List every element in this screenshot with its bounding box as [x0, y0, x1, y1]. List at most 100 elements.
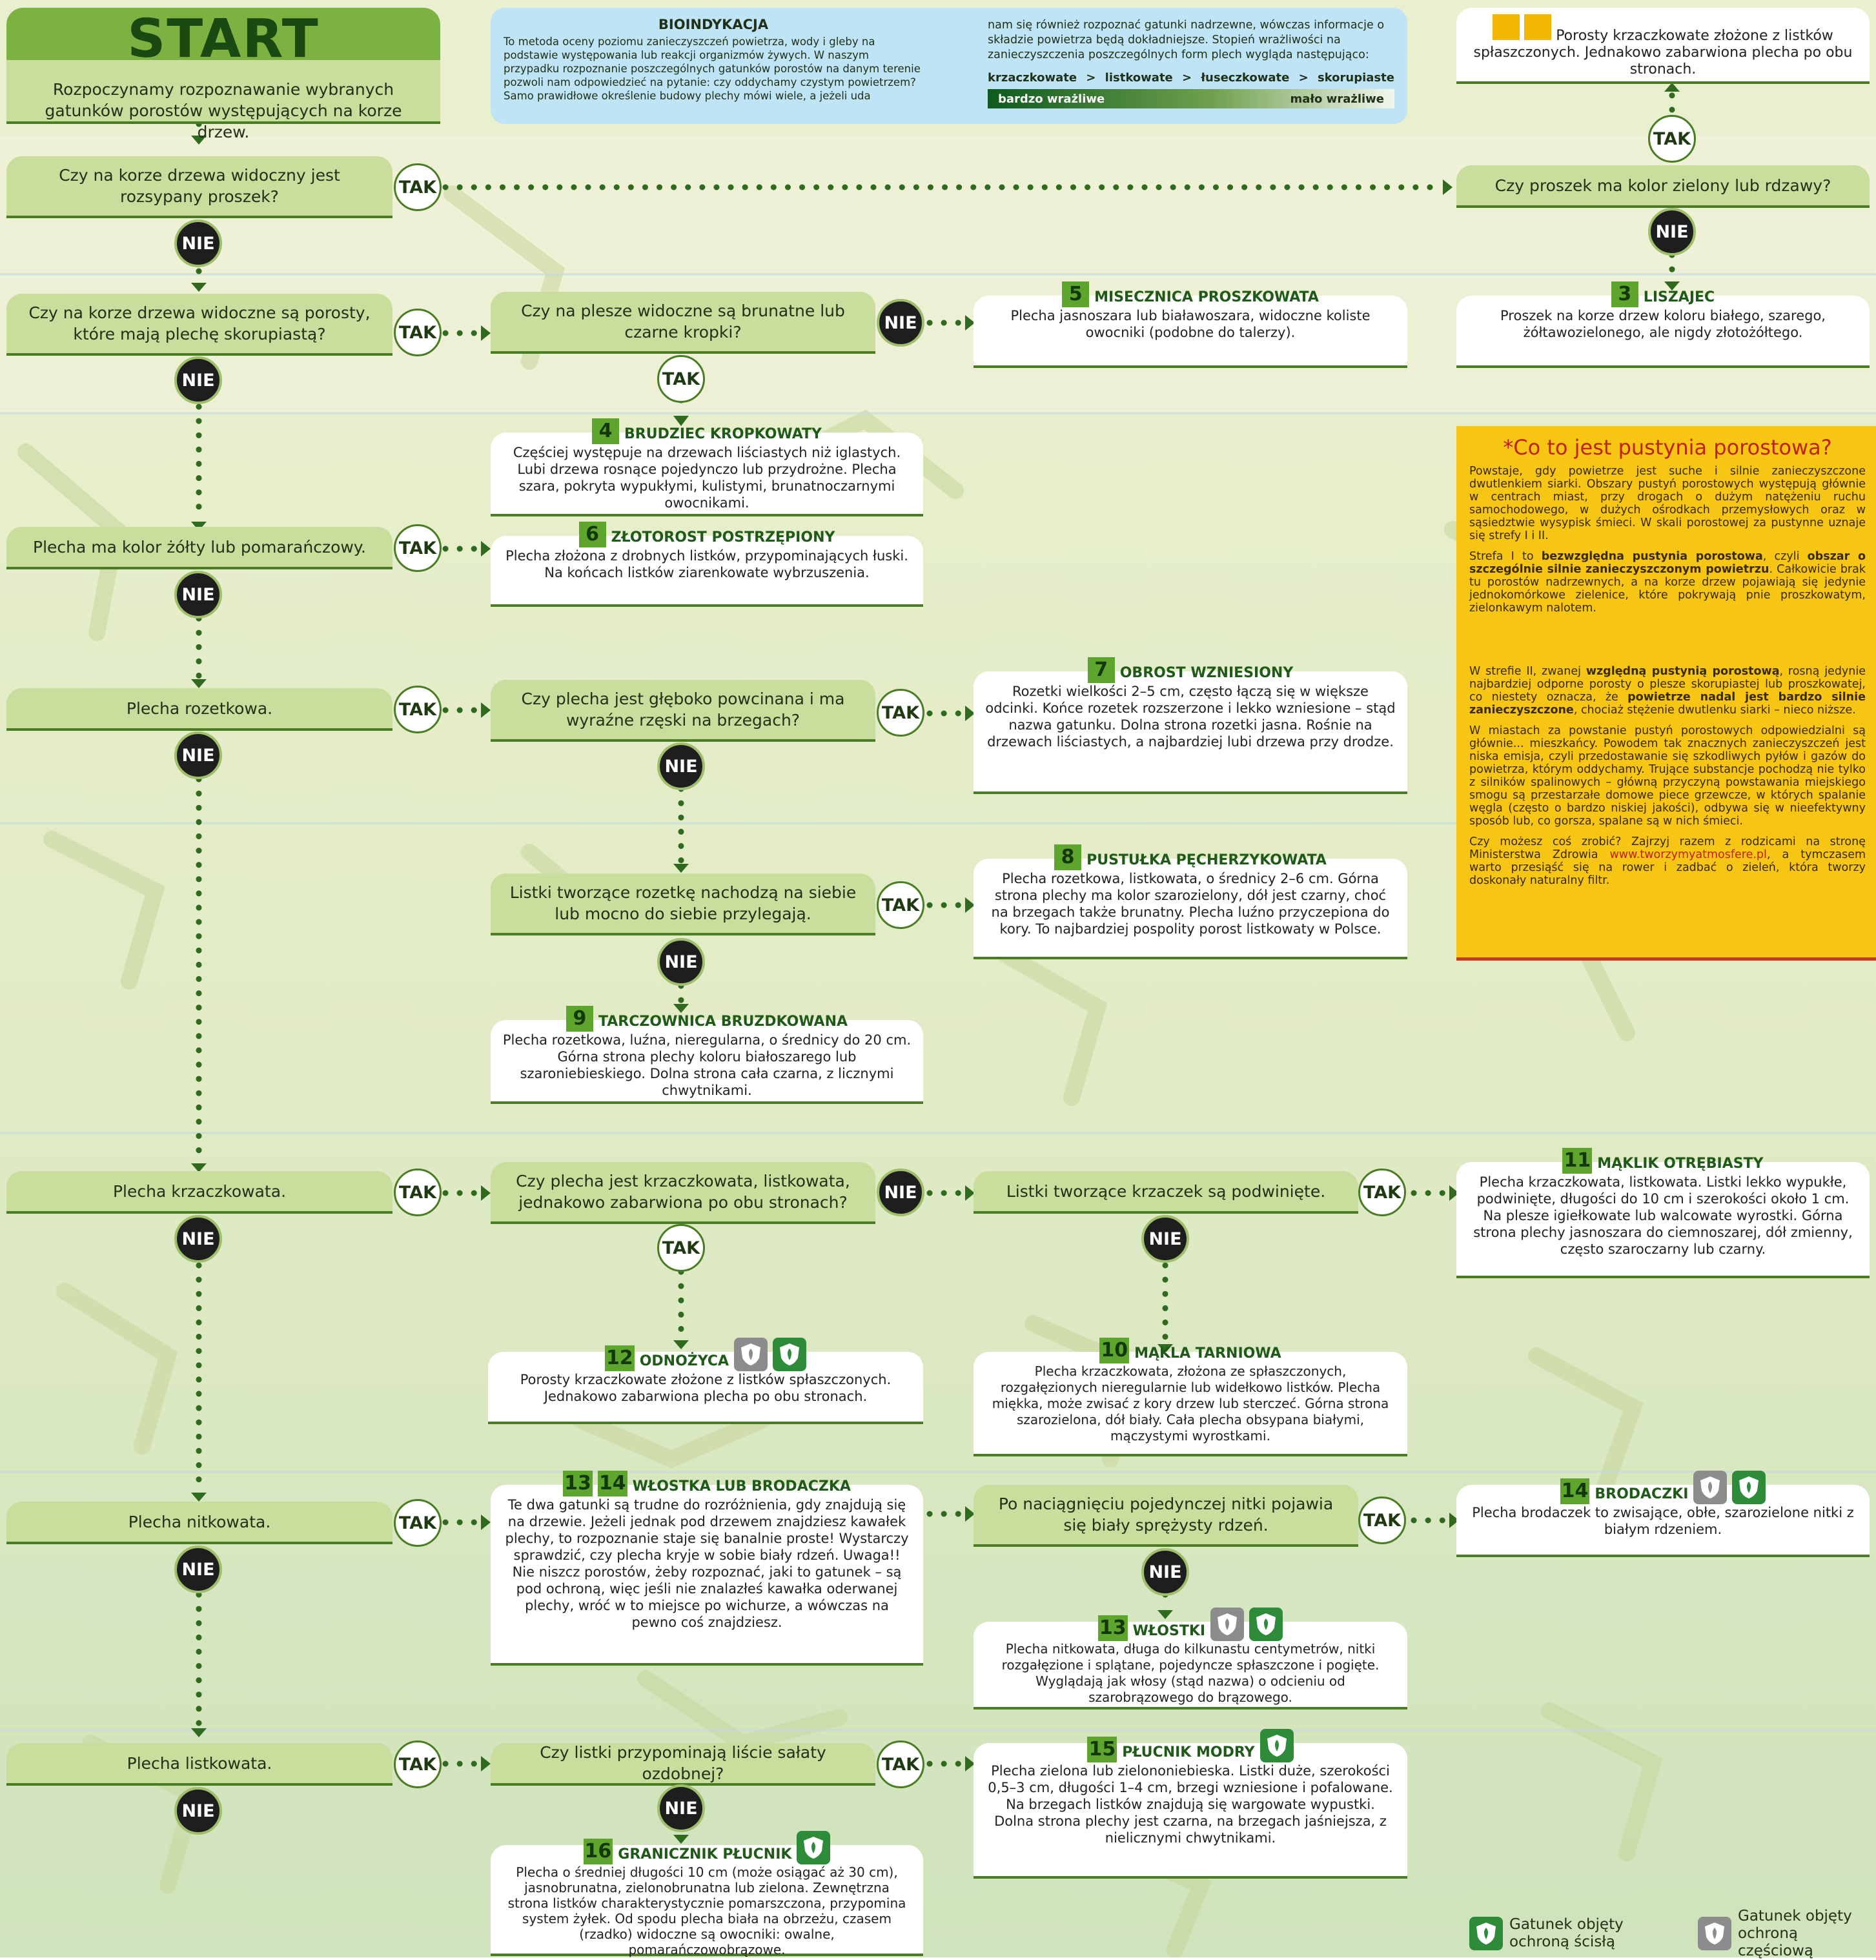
desert-paragraph: Powstaje, gdy powietrze jest suche i sil… [1469, 465, 1866, 542]
species-name: LISZAJEC [1643, 289, 1715, 305]
question-fruticose: Plecha krzaczkowata. [6, 1171, 393, 1214]
bar-right-label: mało wrażliwe [1290, 92, 1384, 106]
bioindication-text-left: To metoda oceny poziomu zanieczyszczeń p… [504, 36, 921, 102]
question-white-core: Po naciągnięciu pojedynczej nitki pojawi… [974, 1485, 1358, 1547]
desert-text: , a tymczasem warto przesiąść się na row… [1469, 848, 1866, 887]
question-bushy: Czy plecha jest krzaczkowata, listkowata… [491, 1162, 875, 1224]
no-bubble: NIE [174, 356, 222, 404]
number-badge: 9 [566, 1006, 593, 1032]
desert-emphasis: bezwzględna pustynia porostowa [1541, 550, 1763, 563]
desert-paragraph: Strefa I to bezwzględna pustynia porosto… [1469, 550, 1866, 615]
sensitivity-bar: bardzo wrażliwe mało wrażliwe [988, 89, 1394, 108]
yes-bubble: TAK [394, 1169, 442, 1216]
desert-text: , rosną jedynie najbardziej odporne poro… [1469, 665, 1866, 704]
desert-paragraph: W strefie II, zwanej względną pustynią p… [1469, 665, 1866, 717]
question-foliose: Plecha listkowata. [6, 1743, 393, 1786]
result-text: Plecha nitkowata, długa do kilkunastu ce… [1001, 1641, 1380, 1705]
no-bubble: NIE [174, 571, 222, 618]
no-bubble: NIE [877, 1169, 924, 1216]
result-text: Plecha o średniej długości 10 cm (może o… [507, 1864, 906, 1957]
no-bubble: NIE [1141, 1548, 1189, 1596]
no-bubble: NIE [174, 731, 222, 779]
species-name: OBROST WZNIESIONY [1119, 665, 1294, 681]
scale-sep: > [1182, 71, 1192, 85]
yes-bubble: TAK [1358, 1496, 1406, 1544]
number-badge: 13 [563, 1471, 593, 1496]
result-text: Proszek na korze drzew koloru białego, s… [1500, 308, 1826, 340]
yes-bubble: TAK [877, 881, 924, 929]
desert-text: Strefa I to [1469, 550, 1542, 563]
result-text: Rozetki wielkości 2–5 cm, często łączą s… [985, 684, 1396, 750]
strict-protection-icon [797, 1831, 831, 1864]
partial-protection-icon [1693, 1471, 1728, 1504]
yes-bubble: TAK [394, 686, 442, 733]
yes-bubble: TAK [877, 689, 924, 737]
ministry-link[interactable]: www.tworzymyatmosfere.pl [1609, 848, 1767, 861]
yes-bubble: TAK [394, 163, 442, 211]
strict-protection-icon [1732, 1471, 1766, 1504]
desert-text: W strefie II, zwanej [1469, 665, 1586, 678]
result-text: Plecha złożona z drobnych listków, przyp… [505, 548, 908, 580]
no-bubble: NIE [877, 299, 924, 347]
question-filamentous: Plecha nitkowata. [6, 1502, 393, 1544]
question-dots: Czy na plesze widoczne są brunatne lub c… [491, 292, 875, 354]
number-badge: 10 [1099, 1338, 1130, 1363]
desert-text: . Całkowicie brak tu porostów nadrzewnyc… [1469, 563, 1866, 615]
legend-partial-label: Gatunek objęty ochroną częściową [1738, 1907, 1852, 1959]
desert-emphasis: obszar o szczególnie silnie zanieczyszcz… [1469, 550, 1866, 576]
scale-sep: > [1298, 71, 1309, 85]
number-badge: 16 [583, 1839, 613, 1864]
result-text: Plecha zielona lub zielononiebieska. Lis… [988, 1763, 1393, 1846]
species-name: PUSTUŁKA PĘCHERZYKOWATA [1086, 852, 1327, 868]
legend-strict: Gatunek objęty ochroną ścisłą [1469, 1914, 1682, 1954]
desert-text: , chociaż stężenie dwutlenku siarki – ni… [1573, 704, 1856, 717]
number-badge: 13 [1097, 1615, 1128, 1641]
bar-left-label: bardzo wrażliwe [998, 92, 1105, 106]
no-bubble: NIE [174, 219, 222, 267]
desert-paragraph: Czy możesz coś zrobić? Zajrzyj razem z r… [1469, 835, 1866, 887]
desert-paragraph: W miastach za powstanie pustyń porostowy… [1469, 724, 1866, 828]
desert-emphasis: względną pustynią porostową [1585, 665, 1780, 678]
sensitivity-scale: krzaczkowate > listkowate > łuseczkowate… [988, 71, 1394, 85]
result-text: Plecha krzaczkowata, złożona ze spłaszcz… [992, 1363, 1389, 1444]
yes-bubble: TAK [657, 1224, 705, 1272]
species-name: BRUDZIEC KROPKOWATY [624, 426, 822, 442]
lichen-desert-panel: *Co to jest pustynia porostowa? Powstaje… [1456, 426, 1876, 961]
result-text: Plecha rozetkowa, luźna, nieregularna, o… [502, 1032, 912, 1098]
number-badge: 15 [1087, 1737, 1117, 1762]
bioindication-title: BIOINDYKACJA [658, 17, 769, 32]
species-name: MĄKLA TARNIOWA [1134, 1345, 1281, 1362]
no-bubble: NIE [1141, 1215, 1189, 1263]
number-badge: 6 [578, 522, 606, 547]
start-box: START Rozpoczynamy rozpoznawanie wybrany… [6, 8, 440, 141]
species-name: ODNOŻYCA [639, 1353, 729, 1369]
question-curled: Listki tworzące krzaczek są podwinięte. [974, 1171, 1358, 1214]
legend-partial: Gatunek objęty ochroną częściową [1698, 1908, 1866, 1959]
bioindication-panel: BIOINDYKACJA To metoda oceny poziomu zan… [491, 8, 1407, 124]
species-name: TARCZOWNICA BRUZDKOWANA [598, 1014, 848, 1030]
number-badge: 12 [604, 1345, 635, 1371]
question-overlap: Listki tworzące rozetkę nachodzą na sieb… [491, 873, 875, 935]
partial-protection-icon [734, 1338, 768, 1371]
yes-bubble: TAK [1648, 115, 1696, 163]
question-powder: Czy na korze drzewa widoczny jest rozsyp… [6, 156, 393, 218]
species-name: WŁOSTKI [1132, 1623, 1206, 1639]
question-crustose: Czy na korze drzewa widoczne są porosty,… [6, 294, 393, 356]
partial-protection-icon [1698, 1917, 1731, 1950]
number-badge: 4 [592, 418, 620, 444]
no-bubble: NIE [174, 1787, 222, 1835]
desert-text: , czyli [1762, 550, 1808, 563]
strict-protection-icon [1469, 1917, 1503, 1950]
result-text: Plecha rozetkowa, listkowata, o średnicy… [991, 871, 1390, 937]
yes-bubble: TAK [394, 524, 442, 572]
